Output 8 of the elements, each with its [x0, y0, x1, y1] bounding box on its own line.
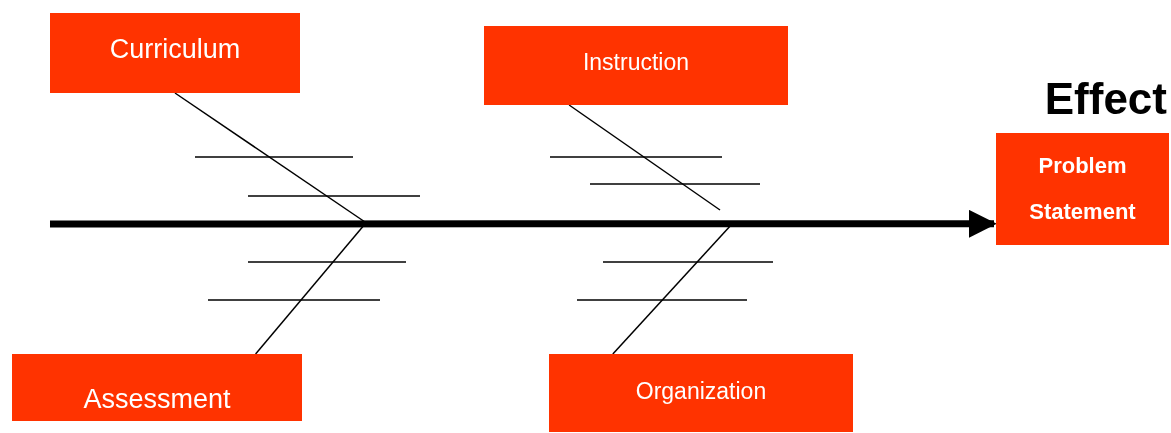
effect-heading: Effect [1044, 75, 1167, 123]
effect-box: Problem Statement [996, 133, 1169, 245]
cause-box: Curriculum [50, 13, 300, 93]
cause-box: Assessment [12, 354, 302, 421]
cause-bone-line [174, 92, 366, 223]
cause-box: Organization [549, 354, 853, 432]
cause-bone-line [568, 104, 721, 211]
cause-box: Instruction [484, 26, 788, 105]
